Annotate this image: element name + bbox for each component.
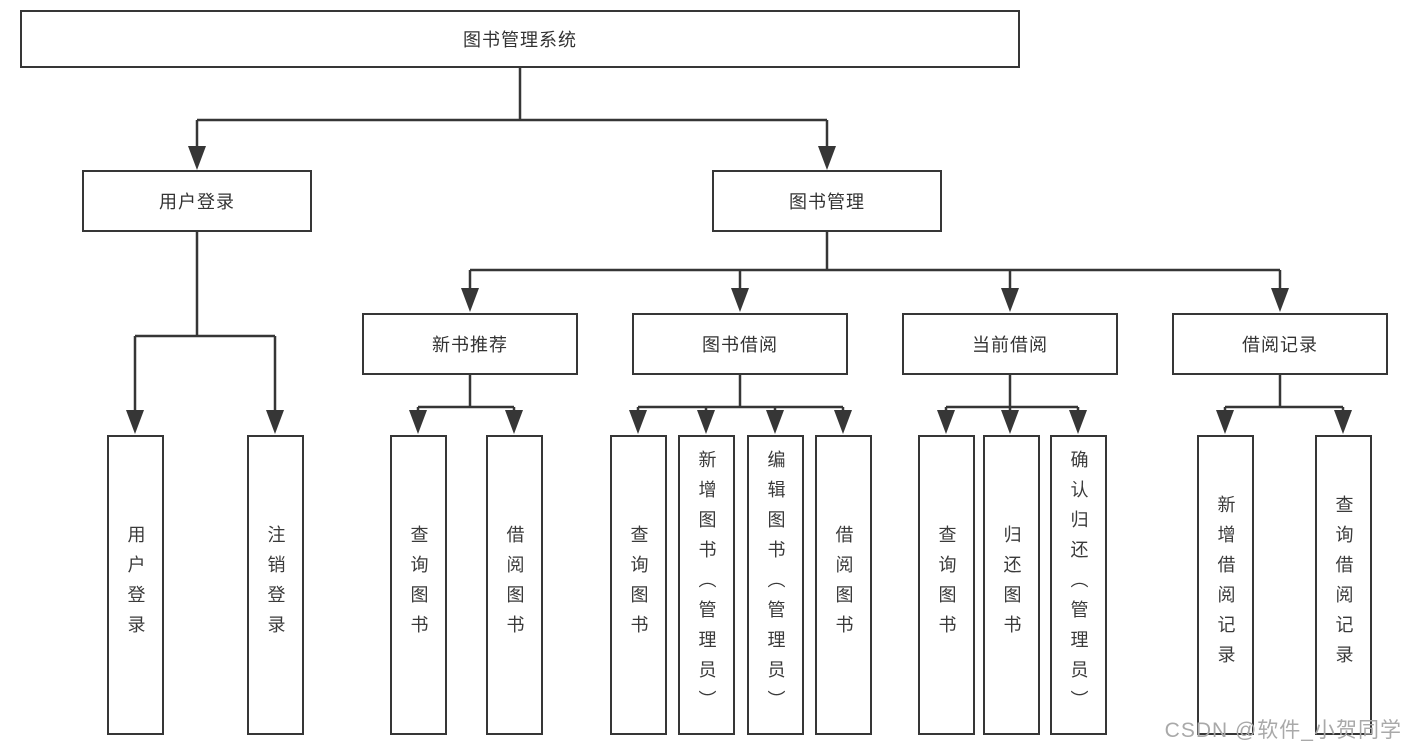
node-leaf-confirm-return-admin: 确认归还（管理员） [1050, 435, 1107, 735]
node-label: 用户登录 [125, 525, 146, 645]
node-label: 图书管理 [789, 192, 865, 212]
node-borrowing-records: 借阅记录 [1172, 313, 1388, 375]
node-leaf-query-borrow-record: 查询借阅记录 [1315, 435, 1372, 735]
node-label: 新增图书（管理员） [696, 450, 717, 720]
node-leaf-query-books-current: 查询图书 [918, 435, 975, 735]
node-leaf-logout: 注销登录 [247, 435, 304, 735]
node-label: 借阅图书 [833, 525, 854, 645]
node-label: 归还图书 [1001, 525, 1022, 645]
node-leaf-add-borrow-record: 新增借阅记录 [1197, 435, 1254, 735]
node-label: 编辑图书（管理员） [765, 450, 786, 720]
node-leaf-borrow-books-recommend: 借阅图书 [486, 435, 543, 735]
node-leaf-return-books: 归还图书 [983, 435, 1040, 735]
node-leaf-query-books-borrowing: 查询图书 [610, 435, 667, 735]
node-label: 图书借阅 [702, 335, 778, 355]
node-library-management-system: 图书管理系统 [20, 10, 1020, 68]
node-book-borrowing: 图书借阅 [632, 313, 848, 375]
node-label: 确认归还（管理员） [1068, 450, 1089, 720]
node-leaf-add-books-admin: 新增图书（管理员） [678, 435, 735, 735]
node-leaf-user-login: 用户登录 [107, 435, 164, 735]
node-book-management: 图书管理 [712, 170, 942, 232]
node-label: 查询图书 [936, 525, 957, 645]
node-label: 借阅图书 [504, 525, 525, 645]
node-leaf-borrow-books: 借阅图书 [815, 435, 872, 735]
node-label: 图书管理系统 [463, 30, 577, 50]
node-label: 查询借阅记录 [1333, 495, 1354, 675]
node-label: 新书推荐 [432, 335, 508, 355]
node-current-borrowing: 当前借阅 [902, 313, 1118, 375]
node-label: 查询图书 [628, 525, 649, 645]
node-label: 当前借阅 [972, 335, 1048, 355]
node-user-login: 用户登录 [82, 170, 312, 232]
node-label: 新增借阅记录 [1215, 495, 1236, 675]
node-leaf-query-books-recommend: 查询图书 [390, 435, 447, 735]
node-label: 用户登录 [159, 192, 235, 212]
node-label: 注销登录 [265, 525, 286, 645]
node-leaf-edit-books-admin: 编辑图书（管理员） [747, 435, 804, 735]
node-new-book-recommendation: 新书推荐 [362, 313, 578, 375]
csdn-watermark: CSDN @软件_小贺同学 [1164, 719, 1402, 742]
node-label: 借阅记录 [1242, 335, 1318, 355]
node-label: 查询图书 [408, 525, 429, 645]
